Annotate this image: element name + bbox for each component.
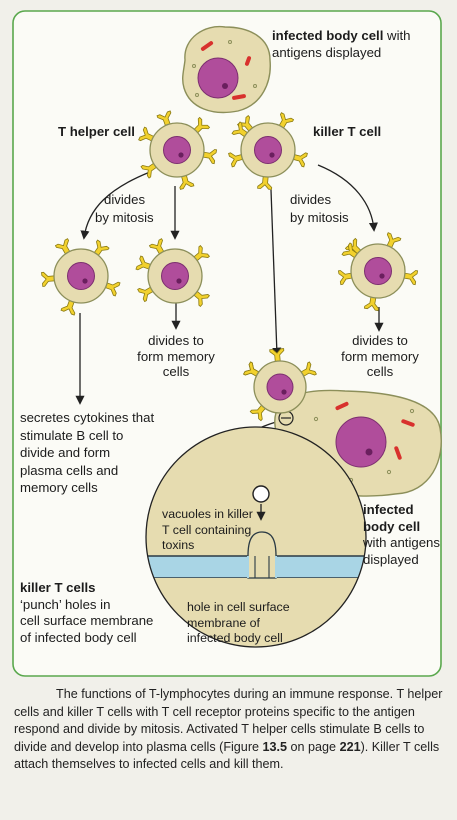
- nucleolus: [379, 273, 385, 279]
- receptor-protein: [179, 172, 195, 190]
- label-infected-body-cell-right: infected body cell with antigens display…: [363, 502, 440, 567]
- label-divides-left-1: divides: [104, 192, 146, 207]
- receptor-protein: [192, 116, 211, 135]
- receptor-protein: [269, 348, 285, 364]
- receptor-protein: [344, 237, 363, 256]
- cell-nucleus: [161, 262, 189, 290]
- receptor-protein: [140, 161, 159, 179]
- nucleolus: [281, 389, 287, 395]
- receptor-protein: [200, 149, 218, 165]
- cell-nucleus: [254, 136, 282, 164]
- receptor-protein: [228, 152, 246, 168]
- arrow-killer-to-right-daughter: [317, 164, 378, 232]
- killer-t-daughter-right: [337, 232, 419, 312]
- receptor-protein: [92, 239, 110, 258]
- receptor-protein: [299, 361, 317, 378]
- t-helper-daughter-left: [41, 238, 121, 316]
- receptor-protein: [363, 294, 379, 312]
- receptor-protein: [385, 232, 402, 250]
- receptor-protein: [290, 152, 308, 168]
- receptor-protein: [137, 285, 156, 303]
- receptor-protein: [41, 271, 57, 287]
- receptor-protein: [401, 270, 419, 286]
- toxin-vacuole: [252, 485, 270, 503]
- infected-body-cell-top-nucleus: [197, 57, 239, 99]
- receptor-protein: [341, 242, 360, 260]
- receptor-protein: [156, 110, 172, 128]
- arrow-killer-to-attacking-cell: [270, 189, 282, 357]
- label-divides-right-2: by mitosis: [290, 210, 349, 225]
- figure-caption: The functions of T-lymphocytes during an…: [14, 687, 443, 772]
- receptor-protein: [135, 255, 153, 271]
- receptor-protein: [243, 361, 261, 378]
- receptor-protein: [231, 121, 250, 139]
- killer-t-cell-attacking: [243, 348, 317, 422]
- receptor-protein: [103, 281, 121, 297]
- cell-nucleus: [266, 373, 294, 401]
- receptor-protein: [337, 270, 355, 286]
- receptor-protein: [192, 289, 210, 308]
- receptor-protein: [148, 238, 166, 257]
- cell-nucleus: [67, 262, 95, 290]
- nucleolus: [269, 152, 275, 158]
- label-divides-left-2: by mitosis: [95, 210, 154, 225]
- t-helper-daughter-right: [135, 238, 210, 308]
- nucleolus: [176, 278, 182, 284]
- receptor-protein: [60, 298, 76, 316]
- cell-nucleus: [163, 136, 191, 164]
- receptor-protein: [277, 112, 295, 131]
- label-t-helper-cell: T helper cell: [58, 124, 135, 139]
- label-infected-body-cell-top: infected body cell with: [272, 28, 411, 43]
- receptor-protein: [138, 126, 156, 143]
- arrows: [75, 164, 384, 464]
- label-killer-t-cell: killer T cell: [313, 124, 382, 139]
- nucleolus: [82, 278, 88, 284]
- t-helper-cell-parent: [138, 110, 218, 190]
- infected-body-cell-right-nucleus: [335, 416, 387, 468]
- receptor-protein: [192, 244, 210, 263]
- label-divides-right-1: divides: [290, 192, 332, 207]
- label-antigens-displayed-top: antigens displayed: [272, 45, 382, 60]
- killer-t-cell-parent: [228, 112, 308, 190]
- cell-nucleus: [364, 257, 392, 285]
- receptor-protein: [249, 403, 268, 422]
- infected-body-cell-top: [182, 25, 271, 114]
- receptor-protein: [54, 238, 72, 257]
- label-killer-t-cells-action: killer T cells ‘punch’ holes in cell sur…: [20, 580, 154, 645]
- arrow-helper-to-left-daughter: [80, 171, 151, 240]
- nucleolus: [178, 152, 184, 158]
- receptor-protein: [257, 174, 273, 190]
